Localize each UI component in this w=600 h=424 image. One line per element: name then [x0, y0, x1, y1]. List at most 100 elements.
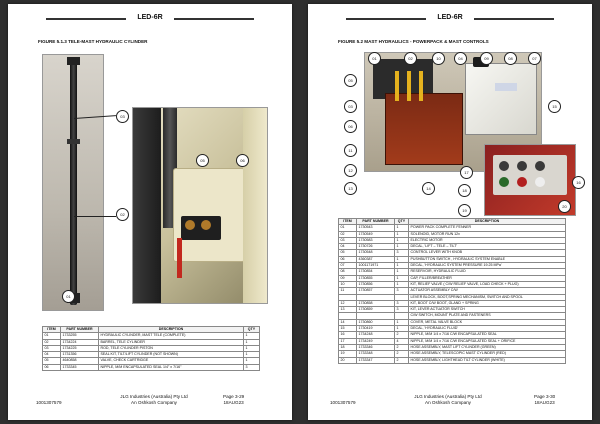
footer-company-name: JLG Industries (Australia) Pty Ltd	[414, 394, 482, 399]
callout-02: 02	[404, 52, 417, 65]
callout-11: 11	[344, 144, 357, 157]
table-row: LEVER BLOCK, BOOT,SPRING MECHANISM, SWIT…	[338, 293, 566, 301]
cell-part: 1733347	[356, 356, 395, 364]
callout-07: 07	[528, 52, 541, 65]
callout-06: 06	[344, 120, 357, 133]
footer-doc-number: 1001307579	[36, 400, 62, 405]
footer-company: JLG Industries (Australia) Pty Ltd An Os…	[104, 394, 204, 406]
cell-desc: DECAL, 'HYDRAULIC FLUID'	[408, 325, 566, 333]
callout-15: 15	[548, 100, 561, 113]
photo-tele-cylinder	[42, 54, 104, 311]
cell-desc: RESERVOIR, HYDRAULIC FLUID	[408, 268, 566, 276]
callout-10: 10	[432, 52, 445, 65]
callout-06: 06	[236, 154, 249, 167]
figure-title: FIGURE 5.2 MAST HYDRAULICS - POWERPACK &…	[338, 39, 489, 44]
table-header-row: ITEM PART NUMBER QTY DESCRIPTION	[338, 217, 566, 226]
photo-cylinder-detail	[132, 107, 268, 304]
footer-doc-number: 1001307579	[330, 400, 356, 405]
callout-12: 12	[344, 164, 357, 177]
manual-page-left: LED-6R FIGURE 5.1.3 TELE-MAST HYDRAULIC …	[8, 4, 292, 420]
cell-qty: 1	[243, 344, 260, 353]
callout-03: 03	[344, 100, 357, 113]
callout-08: 08	[504, 52, 517, 65]
figure-title: FIGURE 5.1.3 TELE-MAST HYDRAULIC CYLINDE…	[38, 39, 148, 44]
callout-14: 14	[422, 182, 435, 195]
cell-desc: NIPPLE, M/M 1/4 x 7/16 C/W ENCAPSULATED …	[408, 331, 566, 339]
cell-desc: NIPPLE, M/M ENCAPSULATED SEAL 1/4" x 7/1…	[98, 363, 244, 372]
callout-01: 01	[62, 290, 75, 303]
header-rule-left	[346, 18, 426, 20]
footer-page: Page 3-30 18AUG23	[534, 394, 555, 406]
cell-desc: LEVER BLOCK, BOOT,SPRING MECHANISM, SWIT…	[408, 293, 566, 301]
callout-18: 18	[458, 184, 471, 197]
cell-desc: HOSE ASSEMBLY, MAST LIFT CYLINDER (GREEN…	[408, 343, 566, 352]
footer-date: 18AUG23	[534, 400, 555, 405]
header-rule-right	[474, 18, 554, 20]
callout-20: 20	[558, 200, 571, 213]
cell-desc: DECAL, 'HYDRAULIC SYSTEM PRESSURE 19.25 …	[408, 262, 566, 270]
cell-desc: CAP, FILLER/BREATHER	[408, 274, 566, 282]
cell-desc: C/W SWITCH, MOUNT PLATE AND FASTENERS	[408, 312, 566, 320]
col-description: DESCRIPTION	[408, 217, 566, 226]
cell-desc: KIT, LEVER ACTUATOR SWITCH	[408, 306, 566, 314]
cell-desc: PUSHBUTTON SWITCH , HYDRAULIC SYSTEM ENA…	[408, 255, 566, 264]
header-rule-right	[174, 18, 254, 20]
callout-01: 01	[368, 52, 381, 65]
cell-desc: HOSE ASSEMBLY, LIGHTHEAD TILT CYLINDER (…	[408, 356, 566, 364]
cell-qty: 1	[243, 351, 260, 359]
footer-date: 18AUG23	[223, 400, 244, 405]
cell-qty: 1	[243, 338, 260, 346]
callout-04: 04	[454, 52, 467, 65]
cell-qty: 2	[394, 356, 409, 364]
footer-page-number: Page 3-30	[534, 394, 556, 399]
table-row: C/W SWITCH, MOUNT PLATE AND FASTENERS	[338, 312, 566, 320]
cell-qty: 3	[243, 363, 260, 372]
col-qty: QTY	[243, 325, 260, 334]
header-rule-left	[46, 18, 126, 20]
callout-16: 16	[572, 176, 585, 189]
footer-page: Page 3-29 18AUG23	[223, 394, 244, 406]
cell-desc: NIPPLE, M/M 1/4 x 7/16 C/W ENCAPSULATED …	[408, 337, 566, 345]
cell-desc: ACTUATOR ASSEMBLY C/W	[408, 287, 566, 295]
callout-17: 17	[460, 166, 473, 179]
cell-desc: KIT, BOOT C/W BOOT, GLAND + SPRING	[408, 299, 566, 308]
callout-05: 05	[196, 154, 209, 167]
leader-line	[74, 216, 116, 217]
footer-company: JLG Industries (Australia) Pty Ltd An Os…	[398, 394, 498, 406]
callout-13: 13	[344, 182, 357, 195]
table-header-row: ITEM PART NUMBER DESCRIPTION QTY	[42, 325, 260, 334]
manual-page-right: LED-6R FIGURE 5.2 MAST HYDRAULICS - POWE…	[308, 4, 592, 420]
page-header-title: LED-6R	[437, 14, 463, 21]
callout-05: 05	[344, 74, 357, 87]
cell-qty: 1	[243, 357, 260, 365]
page-header-title: LED-6R	[137, 14, 163, 21]
cell-desc: KIT, RELIEF VALVE ( C/W RELIEF VALVE, LO…	[408, 280, 566, 289]
cell-desc: COVER, METAL VALVE BLOCK	[408, 318, 566, 327]
cell-item: 06	[42, 363, 61, 372]
footer-company-name: JLG Industries (Australia) Pty Ltd	[120, 394, 188, 399]
callout-03: 03	[116, 110, 129, 123]
callout-02: 02	[116, 208, 129, 221]
